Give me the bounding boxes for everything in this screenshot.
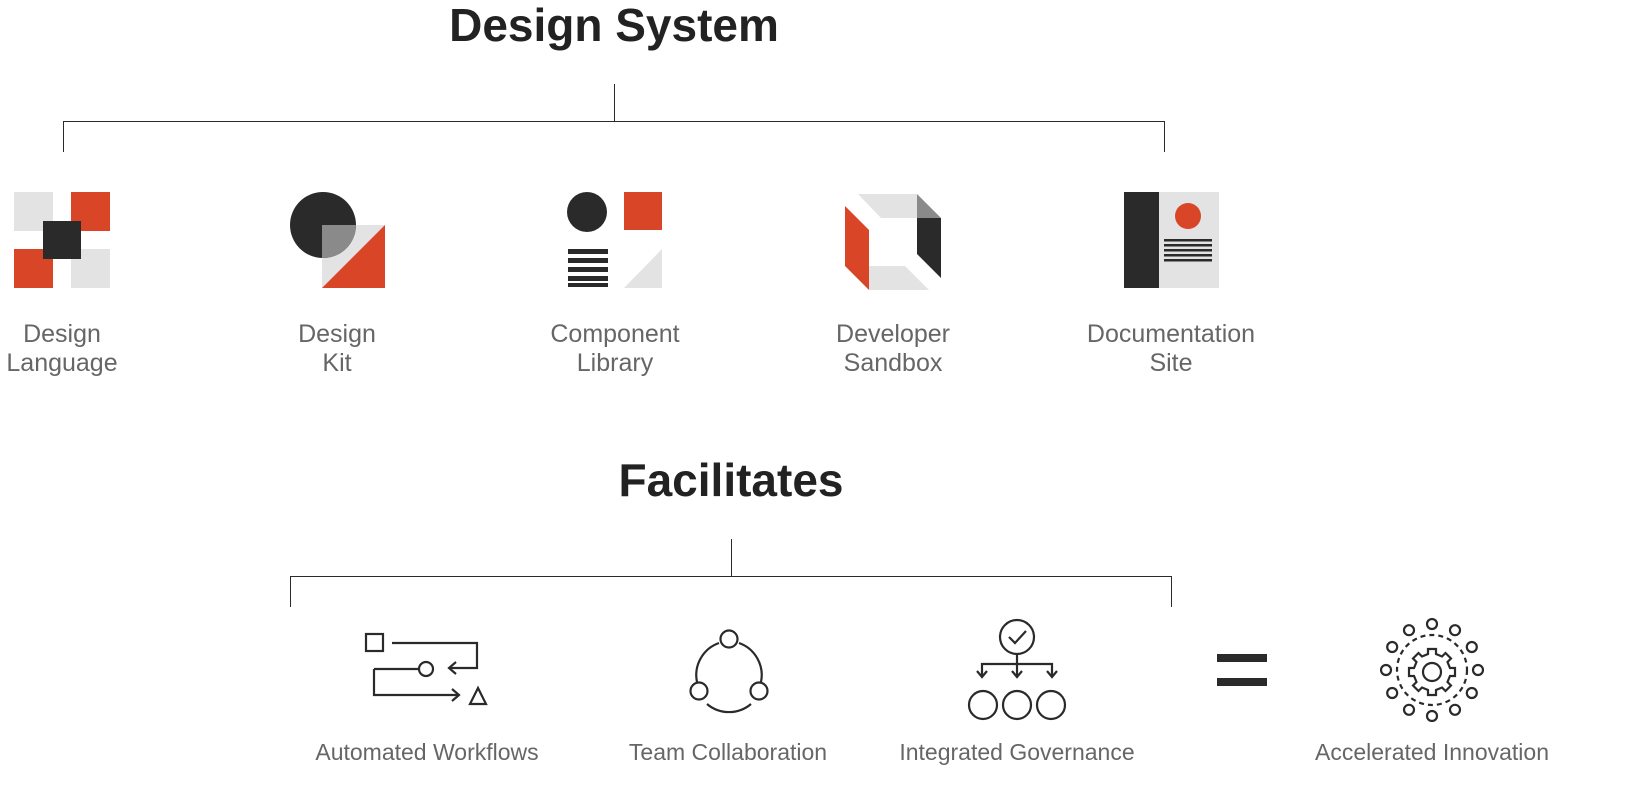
label-line1: Design [23,320,101,348]
accelerated-innovation-label: Accelerated Innovation [1315,739,1549,765]
workflow-icon [364,632,488,706]
label-line2: Site [1149,349,1193,377]
design-language-label: Design Language [6,320,117,378]
facilitates-brace [290,576,1172,607]
documentation-site-icon [1124,192,1219,288]
developer-sandbox-label: Developer Sandbox [836,320,950,378]
label-line2: Kit [322,349,352,377]
collaboration-icon [689,629,769,714]
label-line2: Language [6,349,118,377]
facilitates-stem [731,539,732,577]
automated-workflows-label: Automated Workflows [315,739,539,765]
label-line1: Component [550,320,680,348]
design-system-brace [63,121,1165,152]
governance-icon [967,618,1067,721]
design-system-stem [614,84,615,122]
label-line2: Sandbox [843,349,943,377]
design-kit-icon [290,192,385,288]
label-line1: Design [298,320,376,348]
label-line1: Documentation [1086,320,1256,348]
gear-icon [1380,618,1484,722]
design-kit-label: Design Kit [298,320,376,378]
design-system-title: Design System [449,0,779,51]
component-library-icon [567,192,662,288]
label-line2: Library [576,349,654,377]
team-collaboration-label: Team Collaboration [628,739,828,765]
facilitates-title: Facilitates [618,454,844,506]
documentation-site-label: Documentation Site [1087,320,1255,378]
design-language-icon [14,192,110,288]
integrated-governance-label: Integrated Governance [899,739,1135,765]
label-line1: Developer [836,320,950,348]
equals-icon [1217,654,1267,686]
component-library-label: Component Library [550,320,679,378]
developer-sandbox-icon [845,194,941,290]
